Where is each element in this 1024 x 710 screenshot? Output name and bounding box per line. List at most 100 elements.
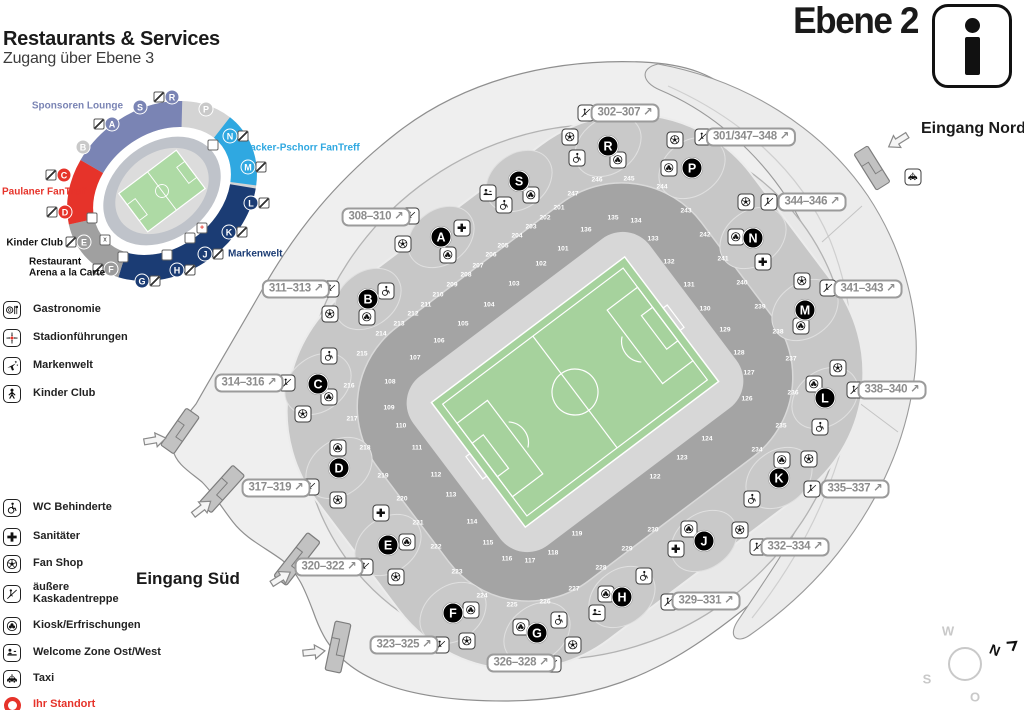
kiosk-icon	[320, 388, 338, 406]
mini-facility-icon: +	[196, 222, 208, 234]
legend-item-gastronomie: Gastronomie	[3, 296, 128, 324]
mini-label: Hacker-Pschorr FanTreff	[243, 142, 360, 154]
mini-label: Sponsoren Lounge	[31, 100, 123, 112]
sector-link-301-347-348[interactable]: 301/347–348 ↗	[705, 127, 797, 147]
fanshop-icon	[793, 272, 811, 290]
section-224: 224	[476, 592, 488, 600]
station-F[interactable]: F	[442, 602, 464, 624]
station-G[interactable]: G	[526, 622, 548, 644]
station-C[interactable]: C	[307, 373, 329, 395]
page-title: Restaurants & Services	[3, 28, 220, 50]
stairs-mini-icon	[212, 248, 224, 260]
sector-link-329-331[interactable]: 329–331 ↗	[671, 591, 741, 611]
legend-item-kaskadentreppe: äußere Kaskadentreppe	[3, 576, 161, 612]
stairs-icon	[803, 480, 821, 498]
sector-link-308-310[interactable]: 308–310 ↗	[341, 207, 411, 227]
section-245: 245	[623, 175, 635, 183]
mini-facility-icon	[161, 249, 173, 261]
station-R[interactable]: R	[597, 135, 619, 157]
sector-link-302-307[interactable]: 302–307 ↗	[590, 103, 660, 123]
mini-station-K: K	[221, 224, 237, 240]
compass-w: W	[941, 623, 955, 639]
section-236: 236	[787, 389, 799, 397]
sector-link-314-316[interactable]: 314–316 ↗	[214, 373, 284, 393]
sector-link-326-328[interactable]: 326–328 ↗	[486, 653, 556, 673]
section-207: 207	[472, 262, 484, 270]
mini-station-F: F	[103, 261, 119, 277]
section-240: 240	[736, 279, 748, 287]
mini-station-R: R	[164, 89, 180, 105]
section-130: 130	[699, 305, 711, 313]
mini-label: Kinder Club	[6, 237, 63, 249]
kiosk-icon	[3, 616, 21, 635]
wheelchair-icon	[495, 196, 513, 214]
mini-facility-icon	[184, 232, 196, 244]
station-D[interactable]: D	[328, 457, 350, 479]
section-244: 244	[656, 183, 668, 191]
station-B[interactable]: B	[357, 288, 379, 310]
compass-o: O	[969, 689, 981, 705]
sector-link-341-343[interactable]: 341–343 ↗	[833, 279, 903, 299]
station-K[interactable]: K	[768, 467, 790, 489]
section-109: 109	[383, 404, 395, 412]
sector-link-338-340[interactable]: 338–340 ↗	[857, 380, 927, 400]
station-L[interactable]: L	[814, 387, 836, 409]
section-126: 126	[741, 395, 753, 403]
kiosk-icon	[439, 246, 457, 264]
mini-station-A: A	[104, 116, 120, 132]
section-136: 136	[580, 226, 592, 234]
station-A[interactable]: A	[430, 226, 452, 248]
section-234: 234	[751, 446, 763, 454]
section-218: 218	[359, 444, 371, 452]
section-223: 223	[451, 568, 463, 576]
section-226: 226	[539, 598, 551, 606]
section-205: 205	[497, 242, 509, 250]
sector-link-311-313[interactable]: 311–313 ↗	[261, 279, 331, 299]
section-214: 214	[375, 330, 387, 338]
station-N[interactable]: N	[742, 227, 764, 249]
sector-link-335-337[interactable]: 335–337 ↗	[820, 479, 890, 499]
station-S[interactable]: S	[508, 170, 530, 192]
station-M[interactable]: M	[794, 299, 816, 321]
plus-icon	[754, 253, 772, 271]
legend-services: Gastronomie Stadionführungen Markenwelt …	[3, 296, 128, 408]
stairs-mini-icon	[153, 91, 165, 103]
station-J[interactable]: J	[693, 530, 715, 552]
wheelchair-icon	[377, 282, 395, 300]
welcome-icon	[588, 604, 606, 622]
kiosk-icon	[680, 520, 698, 538]
compass-north-arrow	[1006, 640, 1018, 652]
section-220: 220	[396, 495, 408, 503]
section-106: 106	[433, 337, 445, 345]
fanshop-icon	[329, 491, 347, 509]
fanshop-icon	[731, 521, 749, 539]
mini-facility-icon	[117, 251, 129, 263]
sector-link-344-346[interactable]: 344–346 ↗	[777, 192, 847, 212]
section-108: 108	[384, 378, 396, 386]
mini-station-P: P	[198, 101, 214, 117]
mini-station-E: E	[76, 234, 92, 250]
entrance-south-label: Eingang Süd	[136, 569, 240, 588]
mini-station-S: S	[132, 99, 148, 115]
fanshop-icon	[666, 131, 684, 149]
station-P[interactable]: P	[681, 157, 703, 179]
sector-link-317-319[interactable]: 317–319 ↗	[241, 478, 311, 498]
section-131: 131	[683, 281, 695, 289]
stairs-mini-icon	[45, 169, 57, 181]
station-H[interactable]: H	[611, 586, 633, 608]
welcome-icon	[479, 184, 497, 202]
section-118: 118	[547, 549, 559, 557]
station-E[interactable]: E	[377, 534, 399, 556]
section-105: 105	[457, 320, 469, 328]
mini-station-J: J	[197, 246, 213, 262]
section-112: 112	[430, 471, 442, 479]
section-230: 230	[647, 526, 659, 534]
fanshop-icon	[800, 450, 818, 468]
sector-link-332-334[interactable]: 332–334 ↗	[760, 537, 830, 557]
sector-link-320-322[interactable]: 320–322 ↗	[294, 557, 364, 577]
section-111: 111	[411, 444, 423, 452]
pitch	[430, 255, 720, 529]
sector-link-323-325[interactable]: 323–325 ↗	[369, 635, 439, 655]
kiosk-icon	[773, 451, 791, 469]
stairs-mini-icon	[237, 130, 249, 142]
